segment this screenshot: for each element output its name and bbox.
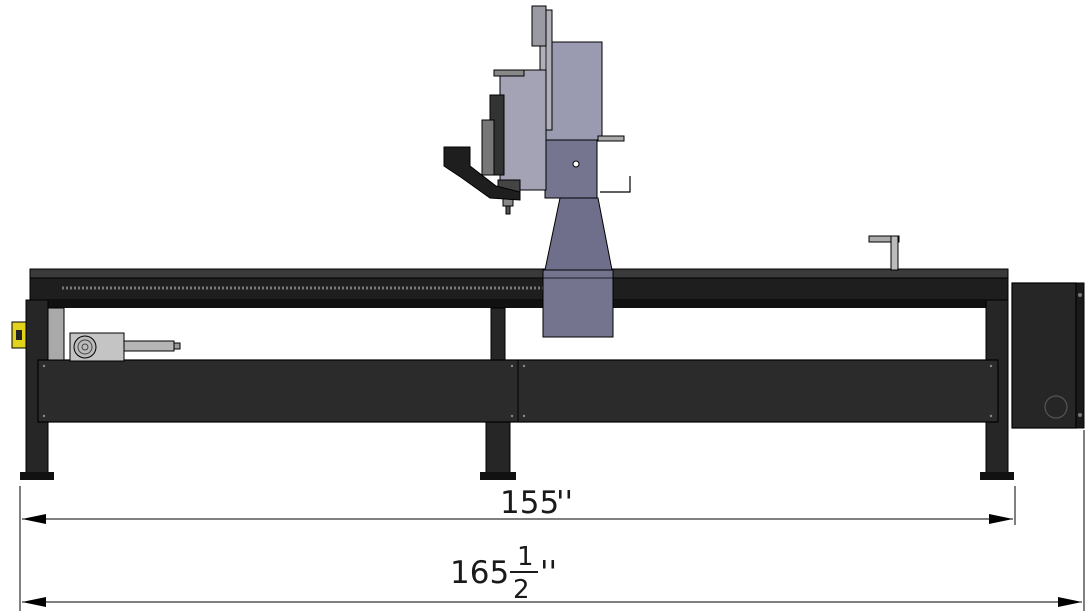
yellow-switch xyxy=(11,321,27,349)
electrical-cabinet xyxy=(1011,282,1085,429)
dimension-165-whole: 165 xyxy=(450,555,509,591)
spindle-head-assembly xyxy=(443,5,631,215)
table-top-rail xyxy=(29,268,1009,308)
dimension-165-denominator: 2 xyxy=(513,575,530,605)
dimension-155-value: 155 xyxy=(500,485,559,521)
dust-motor xyxy=(47,307,181,362)
gantry-column xyxy=(542,197,614,338)
dimension-165-unit: '' xyxy=(540,555,557,591)
dimension-155-unit: '' xyxy=(556,485,573,521)
middle-leg xyxy=(480,307,516,480)
lower-beam xyxy=(37,359,999,423)
dimension-165-numerator: 1 xyxy=(517,542,534,572)
stop-bracket xyxy=(868,235,900,271)
dimension-155 xyxy=(19,486,1016,611)
dimension-165-half xyxy=(22,430,1085,611)
